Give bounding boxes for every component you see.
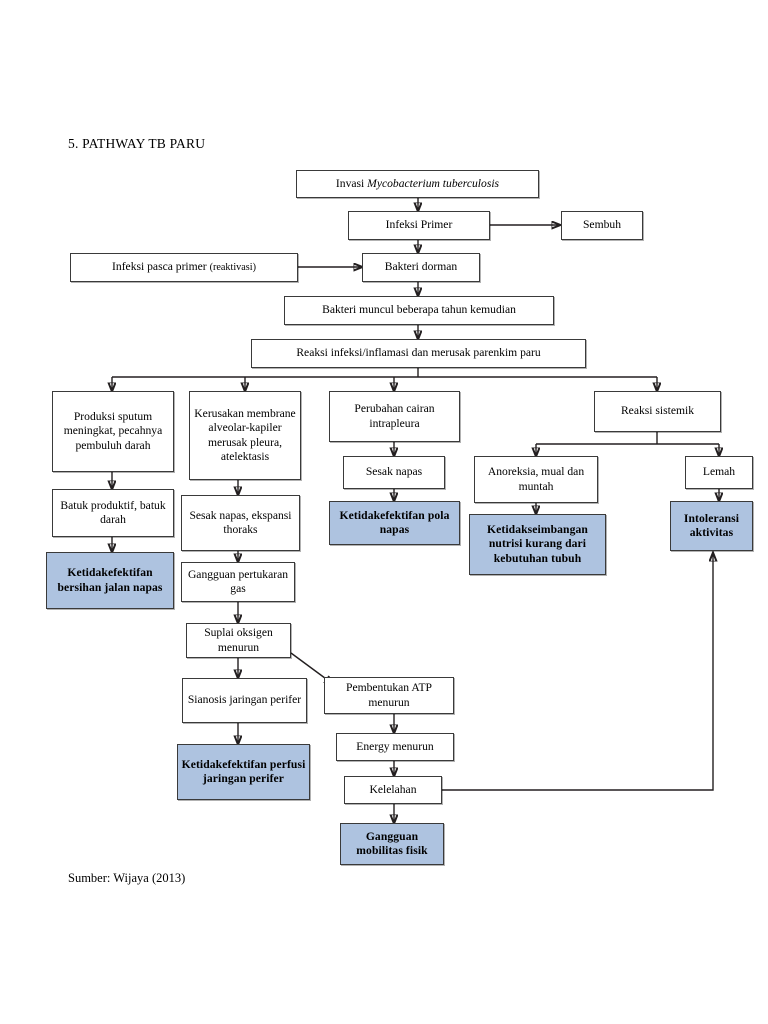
node-energy-menurun-label: Energy menurun <box>356 739 434 753</box>
node-sesak-ekspansi-thoraks-label: Sesak napas, ekspansi thoraks <box>189 508 292 536</box>
node-dx-intoleransi-aktivitas-label: Intoleransi aktivitas <box>683 511 740 539</box>
node-gangguan-pertukaran-gas[interactable]: Gangguan pertukaran gas <box>181 562 295 602</box>
node-sesak-napas[interactable]: Sesak napas <box>343 456 445 489</box>
node-energy-menurun[interactable]: Energy menurun <box>336 733 454 761</box>
node-infeksi-primer-label: Infeksi Primer <box>385 218 453 232</box>
node-infeksi-pasca-primer[interactable]: Infeksi pasca primer (reaktivasi) <box>70 253 298 282</box>
node-reaksi-sistemik-label: Reaksi sistemik <box>620 404 695 418</box>
node-suplai-oksigen-label: Suplai oksigen menurun <box>204 626 273 654</box>
node-dx-mobilitas-fisik[interactable]: Gangguan mobilitas fisik <box>340 823 444 865</box>
node-kelelahan-label: Kelelahan <box>369 782 417 796</box>
node-kerusakan-membrane[interactable]: Kerusakan membrane alveolar-kapiler meru… <box>189 391 301 480</box>
node-perubahan-cairan-intrapleura-label: Perubahan cairan intrapleura <box>354 402 435 430</box>
node-infeksi-primer[interactable]: Infeksi Primer <box>348 211 490 240</box>
node-batuk-produktif[interactable]: Batuk produktif, batuk darah <box>52 489 174 537</box>
node-dx-perfusi-jaringan[interactable]: Ketidakefektifan perfusi jaringan perife… <box>177 744 310 800</box>
node-anoreksia[interactable]: Anoreksia, mual dan muntah <box>474 456 598 503</box>
node-dx-pola-napas[interactable]: Ketidakefektifan pola napas <box>329 501 460 545</box>
node-dx-bersihan-jalan-napas[interactable]: Ketidakefektifan bersihan jalan napas <box>46 552 174 609</box>
node-infeksi-pasca-primer-label: Infeksi pasca primer (reaktivasi) <box>112 260 256 274</box>
node-invasi[interactable]: Invasi Mycobacterium tuberculosis <box>296 170 539 198</box>
node-dx-bersihan-jalan-napas-label: Ketidakefektifan bersihan jalan napas <box>57 566 163 594</box>
node-bakteri-muncul-label: Bakteri muncul beberapa tahun kemudian <box>322 303 516 317</box>
node-dx-nutrisi-label: Ketidakseimbangan nutrisi kurang dari ke… <box>487 523 588 565</box>
node-dx-nutrisi[interactable]: Ketidakseimbangan nutrisi kurang dari ke… <box>469 514 606 575</box>
node-bakteri-dorman[interactable]: Bakteri dorman <box>362 253 480 282</box>
node-sesak-napas-label: Sesak napas <box>365 465 423 479</box>
node-dx-pola-napas-label: Ketidakefektifan pola napas <box>339 508 450 536</box>
edge-kelelahan-dxintoleransi <box>442 553 713 791</box>
node-bakteri-dorman-label: Bakteri dorman <box>384 260 458 274</box>
node-produksi-sputum-label: Produksi sputum meningkat, pecahnya pemb… <box>63 410 163 452</box>
node-sembuh[interactable]: Sembuh <box>561 211 643 240</box>
node-reaksi-sistemik[interactable]: Reaksi sistemik <box>594 391 721 432</box>
node-bakteri-muncul[interactable]: Bakteri muncul beberapa tahun kemudian <box>284 296 554 325</box>
node-produksi-sputum[interactable]: Produksi sputum meningkat, pecahnya pemb… <box>52 391 174 472</box>
node-lemah-label: Lemah <box>702 465 736 479</box>
node-pembentukan-atp-label: Pembentukan ATP menurun <box>346 681 432 709</box>
node-sesak-ekspansi-thoraks[interactable]: Sesak napas, ekspansi thoraks <box>181 495 300 551</box>
node-sianosis-jaringan[interactable]: Sianosis jaringan perifer <box>182 678 307 723</box>
node-dx-mobilitas-fisik-label: Gangguan mobilitas fisik <box>356 829 428 857</box>
node-perubahan-cairan-intrapleura[interactable]: Perubahan cairan intrapleura <box>329 391 460 442</box>
node-suplai-oksigen[interactable]: Suplai oksigen menurun <box>186 623 291 658</box>
node-reaksi-infeksi[interactable]: Reaksi infeksi/inflamasi dan merusak par… <box>251 339 586 368</box>
node-reaksi-infeksi-label: Reaksi infeksi/inflamasi dan merusak par… <box>296 346 541 360</box>
node-dx-perfusi-jaringan-label: Ketidakefektifan perfusi jaringan perife… <box>181 757 306 785</box>
node-anoreksia-label: Anoreksia, mual dan muntah <box>487 465 585 493</box>
node-batuk-produktif-label: Batuk produktif, batuk darah <box>60 498 166 526</box>
node-kelelahan[interactable]: Kelelahan <box>344 776 442 804</box>
node-dx-intoleransi-aktivitas[interactable]: Intoleransi aktivitas <box>670 501 753 551</box>
node-lemah[interactable]: Lemah <box>685 456 753 489</box>
node-pembentukan-atp[interactable]: Pembentukan ATP menurun <box>324 677 454 714</box>
node-kerusakan-membrane-label: Kerusakan membrane alveolar-kapiler meru… <box>194 407 296 463</box>
node-sianosis-jaringan-label: Sianosis jaringan perifer <box>187 693 302 707</box>
source-caption: Sumber: Wijaya (2013) <box>68 871 186 885</box>
node-gangguan-pertukaran-gas-label: Gangguan pertukaran gas <box>187 567 289 595</box>
node-invasi-label: Invasi Mycobacterium tuberculosis <box>335 176 500 190</box>
page-title: 5. PATHWAY TB PARU <box>68 136 206 151</box>
node-sembuh-label: Sembuh <box>582 218 621 232</box>
